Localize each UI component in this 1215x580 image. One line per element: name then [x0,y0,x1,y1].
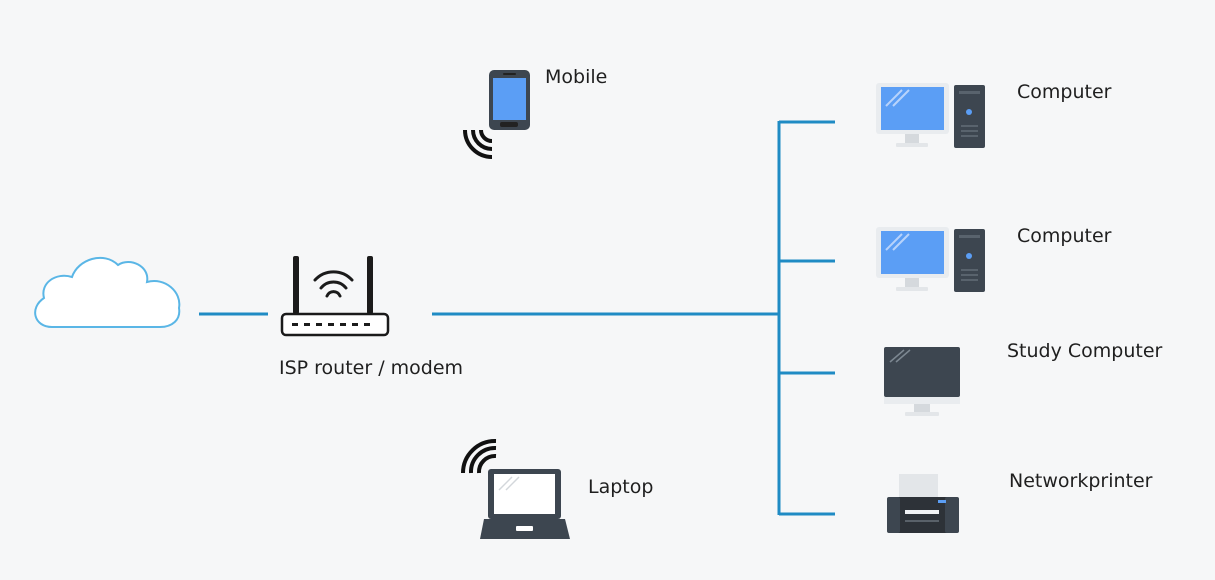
router-icon [280,256,390,337]
printer-icon [887,474,959,533]
wifi-signal-icon [463,129,493,159]
laptop-icon [461,438,570,539]
connection-lines [199,120,835,516]
computer-2-label: Computer [1017,225,1112,247]
laptop-label: Laptop [588,476,654,498]
desktop-computer-icon [876,227,985,292]
mobile-label: Mobile [545,66,608,88]
printer-label: Networkprinter [1009,470,1153,492]
wifi-signal-icon [461,438,497,474]
router-label: ISP router / modem [279,357,464,379]
desktop-computer-icon [876,83,985,148]
cloud-icon [34,256,181,328]
wifi-signal-icon [313,270,354,298]
computer-1-label: Computer [1017,81,1112,103]
study-computer-label: Study Computer [1007,340,1163,362]
mobile-phone-icon [463,70,530,159]
monitor-icon [884,347,960,416]
